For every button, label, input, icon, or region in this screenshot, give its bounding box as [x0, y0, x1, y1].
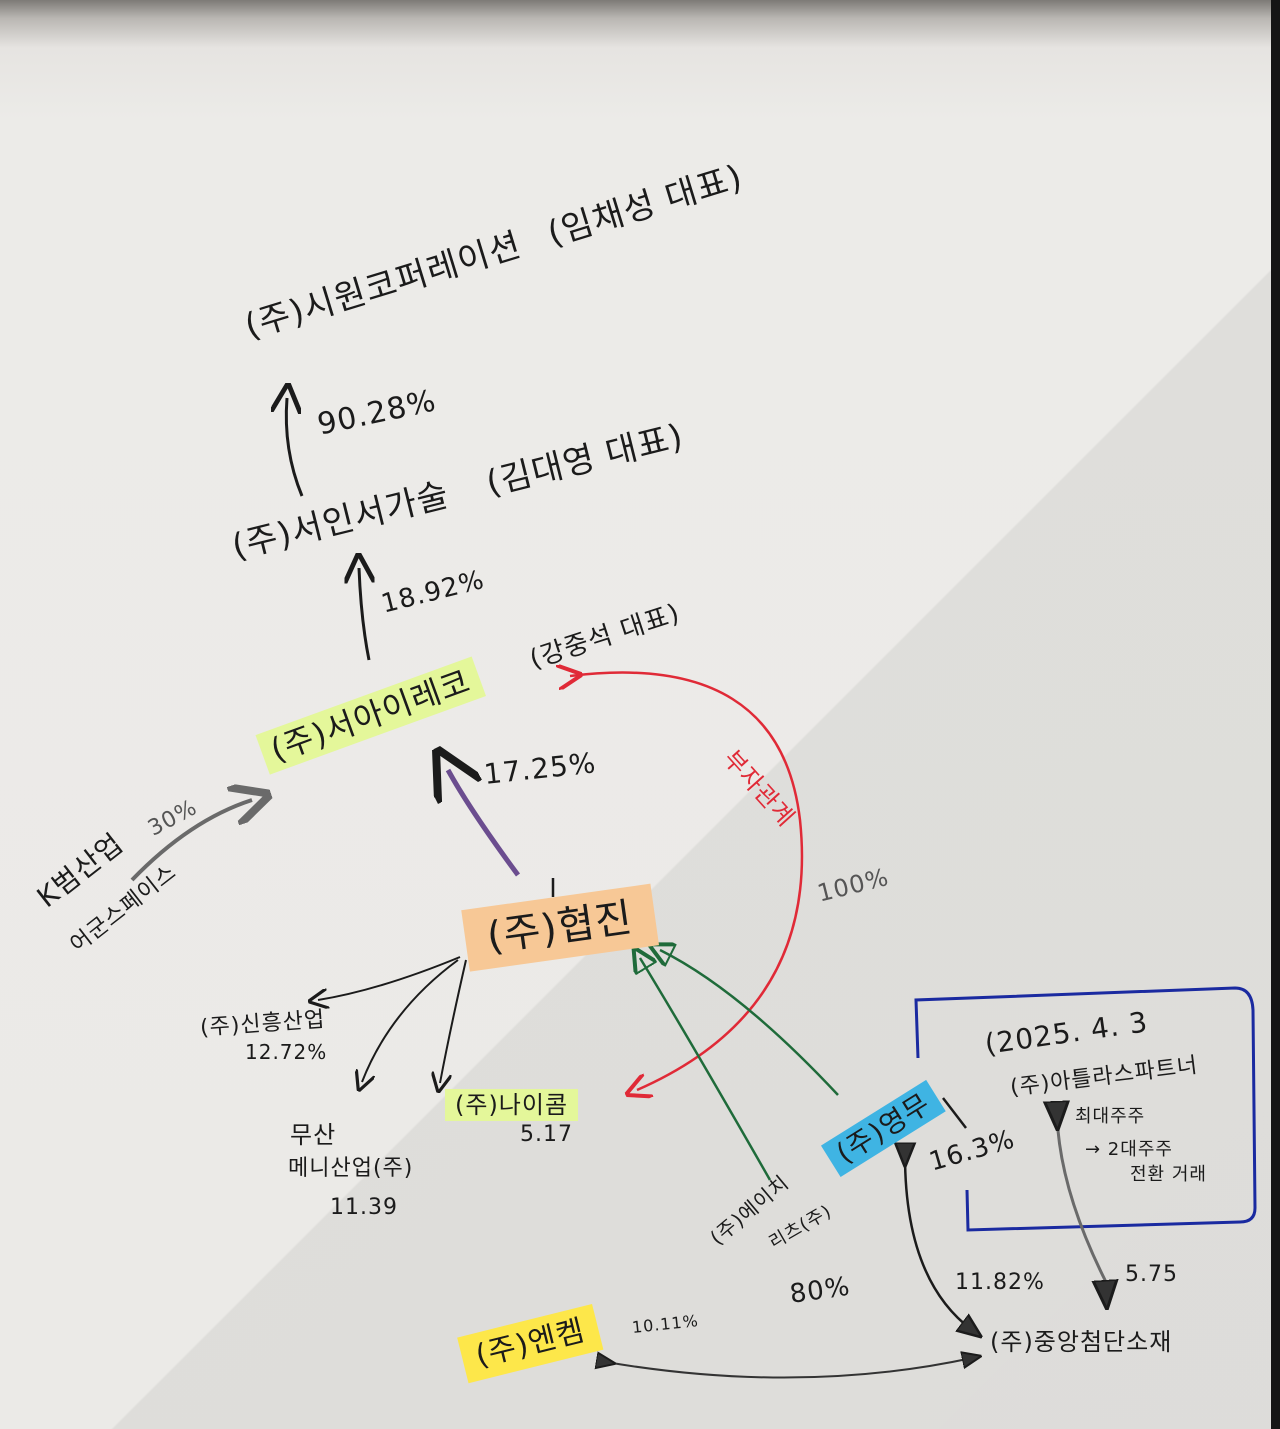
- arrow-hyupjin-to-musan: [362, 959, 459, 1082]
- atlas-line2: → 2대주주: [1085, 1139, 1173, 1160]
- arrow-kb-to-seoai: [130, 800, 252, 882]
- table-edge: [1271, 0, 1280, 1429]
- node-naicom-label: (주)나이콤: [445, 1089, 579, 1121]
- node-jungang-value-left: 11.82%: [955, 1270, 1045, 1295]
- arrow-seoinse-to-siwon: [286, 398, 304, 497]
- node-musan-value: 11.39: [330, 1195, 398, 1220]
- arrow-red-relation: [570, 673, 804, 1090]
- node-musan-2: 메니산업(주): [288, 1156, 414, 1181]
- arrow-seoai-to-seoinse: [359, 568, 369, 661]
- arrow-youngmu-to-hyupjin: [660, 950, 839, 1096]
- arrow-enchem-to-jungang: [606, 1358, 972, 1379]
- node-naicom-value: 5.17: [520, 1122, 573, 1147]
- atlas-line3: 전환 거래: [1130, 1164, 1207, 1185]
- atlas-line1: 최대주주: [1075, 1106, 1146, 1127]
- atlas-box-border: [914, 986, 1257, 1232]
- arrow-atlas-to-jungang: [1057, 1116, 1106, 1295]
- arrow-hyupjin-to-naicom: [440, 959, 467, 1083]
- node-shinheung-value: 12.72%: [245, 1040, 328, 1064]
- arrow-hrich-to-hyupjin: [640, 958, 772, 1181]
- arrow-hyupjin-to-seoai: [448, 770, 521, 877]
- node-naicom: (주)나이콤: [445, 1085, 579, 1121]
- arrow-hyupjin-to-shinheung: [318, 956, 461, 1000]
- node-jungang-value-right: 5.75: [1125, 1262, 1178, 1287]
- node-musan-1: 무산: [290, 1121, 337, 1149]
- arrow-youngmu-to-jungang: [905, 1155, 972, 1330]
- node-jungang: (주)중앙첨단소재: [990, 1328, 1173, 1356]
